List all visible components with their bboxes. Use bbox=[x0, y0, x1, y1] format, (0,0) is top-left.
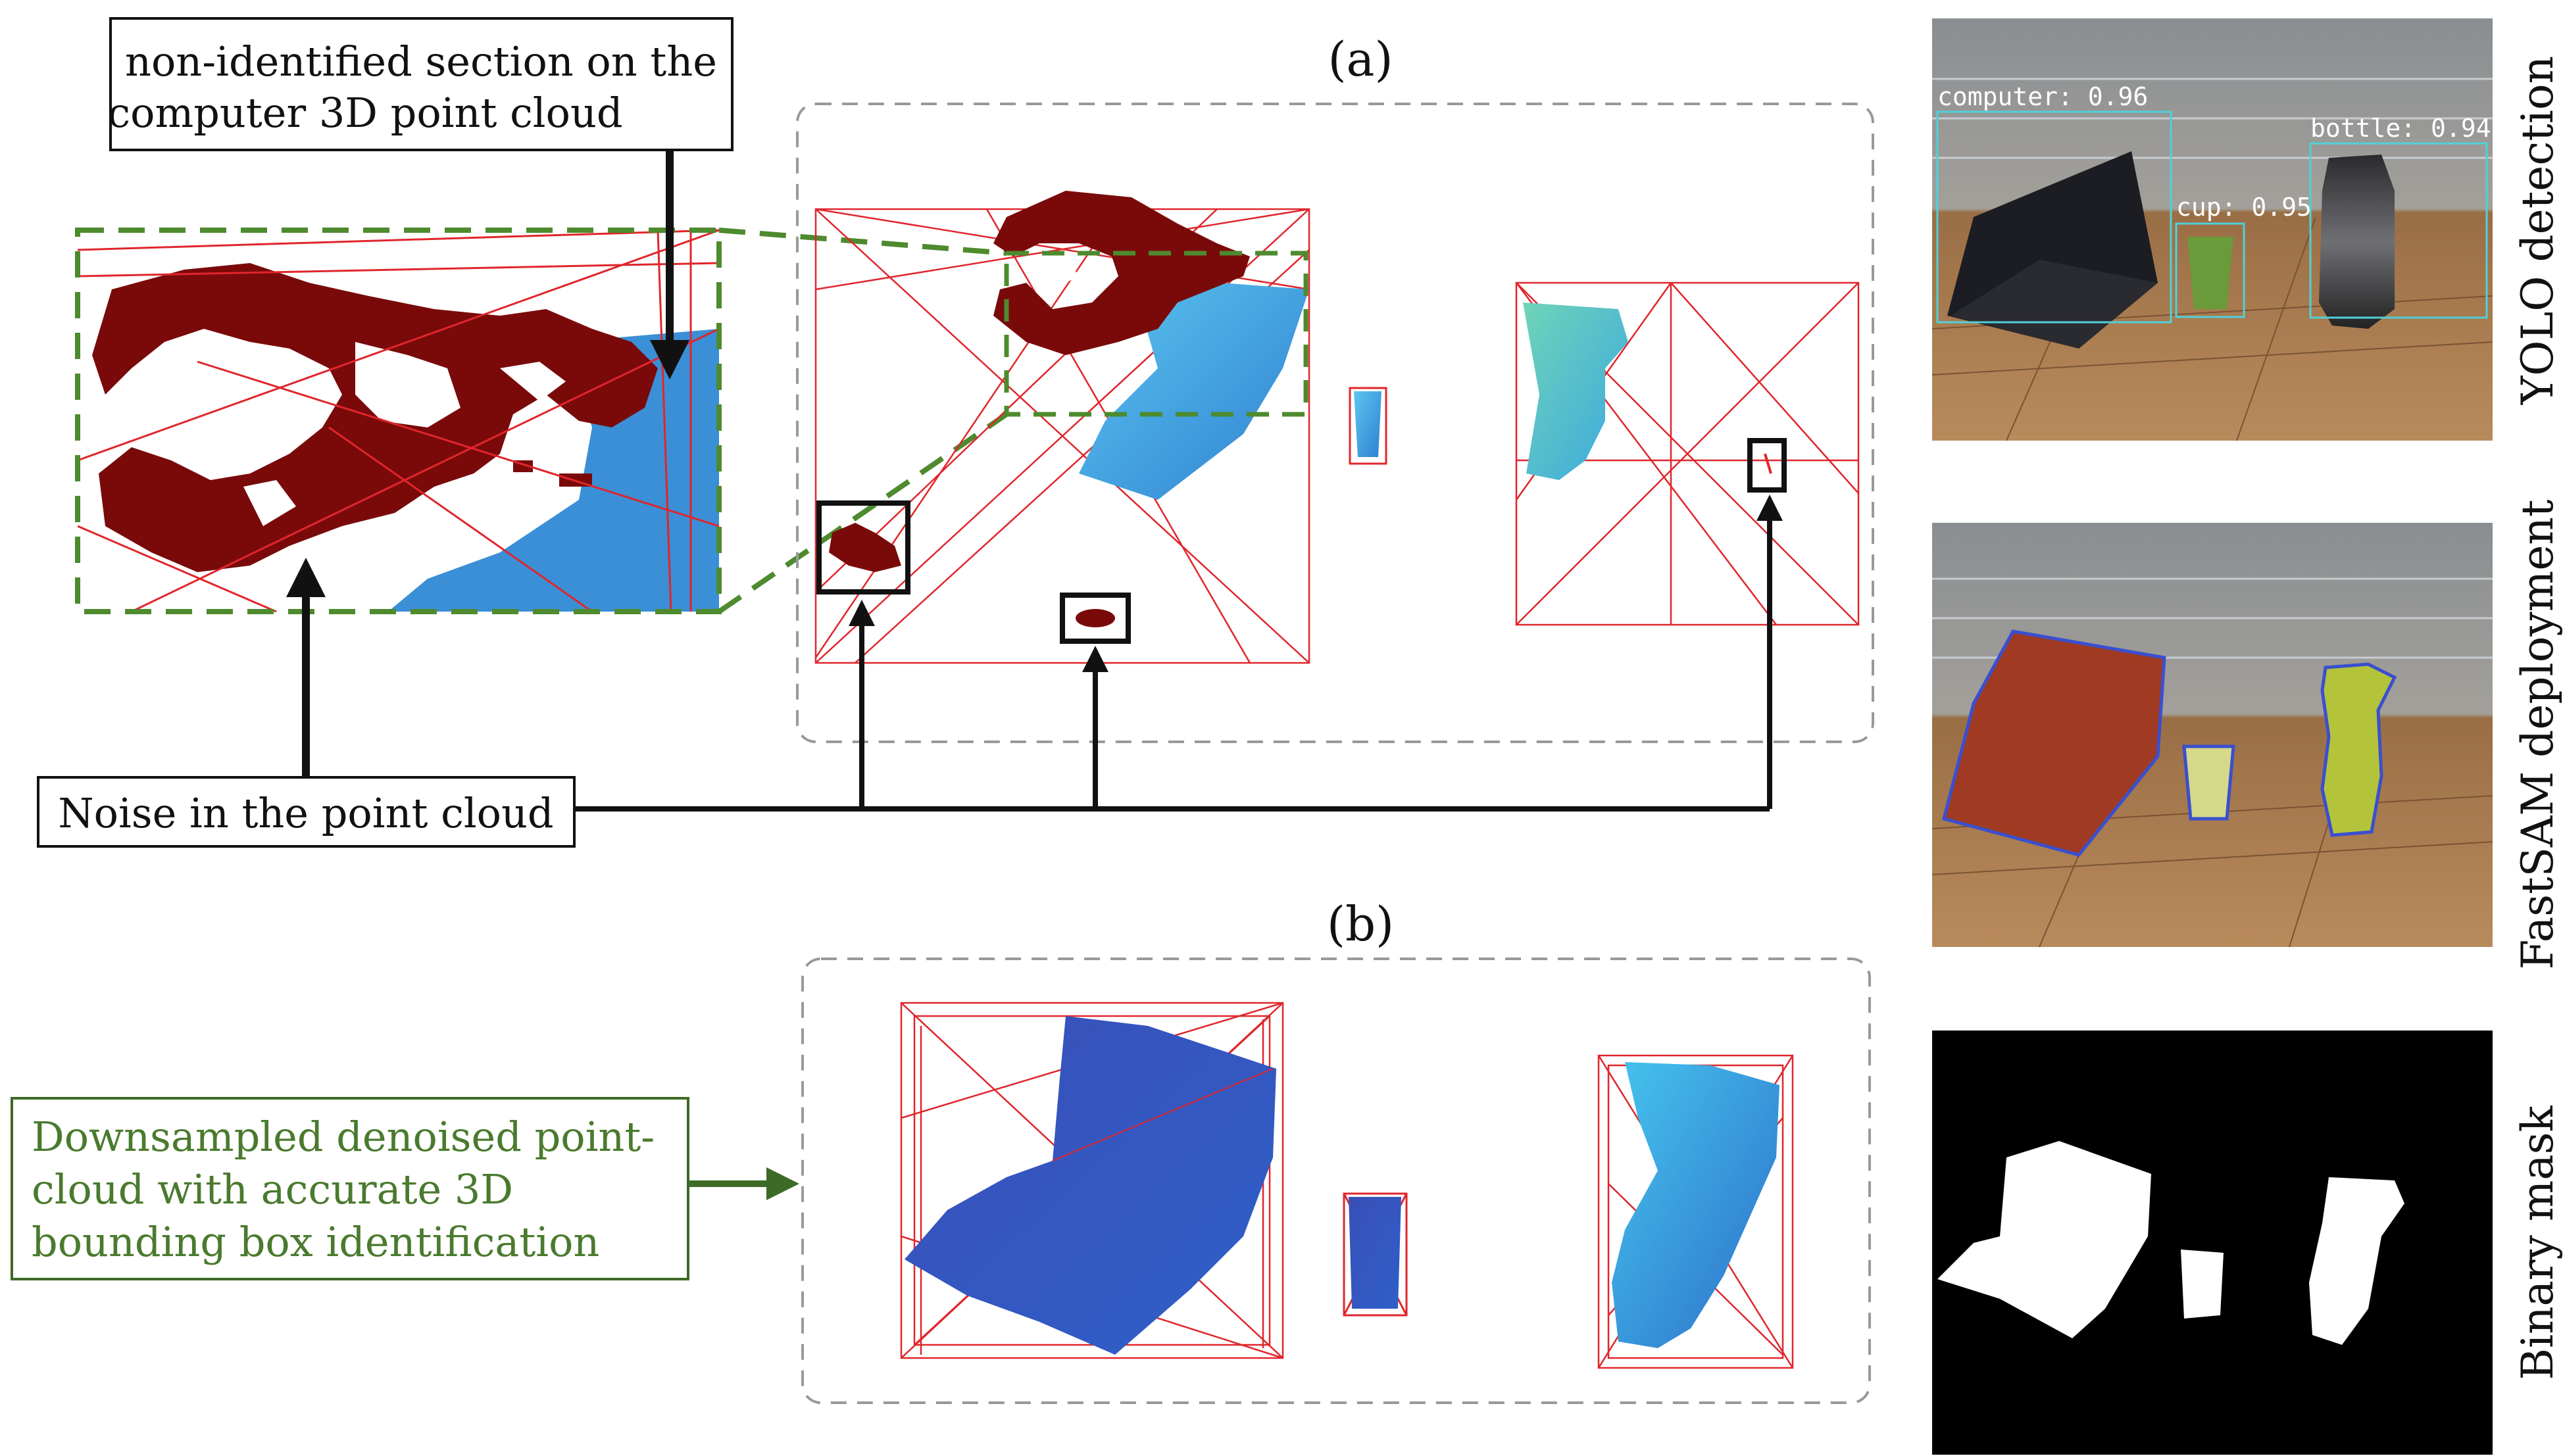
non-identified-callout-box bbox=[109, 17, 734, 151]
noise-callout-box bbox=[37, 776, 576, 848]
noise-box-middle bbox=[1060, 593, 1131, 644]
panel-a-cloud bbox=[814, 191, 1860, 664]
non-identified-line2: computer 3D point cloud bbox=[107, 89, 622, 137]
side-label-yolo: YOLO detection bbox=[2512, 56, 2563, 405]
panel-a-frame bbox=[796, 103, 1874, 743]
noise-blob-left bbox=[829, 523, 901, 572]
noise-box-right bbox=[1747, 438, 1787, 493]
downsampled-line3: bounding box identification bbox=[32, 1218, 599, 1266]
yolo-label-bottle: bottle: 0.94 bbox=[2310, 114, 2491, 143]
yolo-image: computer: 0.96 cup: 0.95 bottle: 0.94 bbox=[1931, 18, 2493, 441]
side-label-binary: Binary mask bbox=[2512, 1105, 2563, 1380]
laptop-noise-red bbox=[993, 191, 1250, 355]
noise-arrows bbox=[286, 495, 1783, 812]
zoom-connector-bottom bbox=[717, 412, 1008, 614]
cup-points-b bbox=[1349, 1197, 1401, 1309]
yolo-cup bbox=[2187, 237, 2233, 309]
panel-b-cloud bbox=[900, 1002, 1794, 1369]
laptop-points-b bbox=[905, 1016, 1276, 1355]
fastsam-image bbox=[1931, 523, 2493, 948]
cup-bbox-a bbox=[1349, 387, 1387, 465]
fastsam-laptop-mask bbox=[1941, 629, 2166, 857]
binary-cup bbox=[2181, 1250, 2224, 1319]
fastsam-cup-mask bbox=[2182, 744, 2235, 821]
downsampled-line1: Downsampled denoised point- bbox=[32, 1113, 655, 1161]
zoom-inset bbox=[75, 228, 722, 614]
side-label-fastsam: FastSAM deployment bbox=[2512, 500, 2563, 970]
zoom-bbox-lines bbox=[77, 229, 720, 613]
yolo-label-computer: computer: 0.96 bbox=[1937, 82, 2148, 111]
downsampled-callout-box bbox=[11, 1097, 689, 1280]
zoom-dashed-frame bbox=[75, 228, 722, 614]
noise-box-left bbox=[816, 500, 910, 595]
bottle-points-a bbox=[1523, 303, 1628, 480]
downsampled-line2: cloud with accurate 3D bbox=[32, 1165, 513, 1213]
binary-laptop bbox=[1937, 1141, 2151, 1338]
yolo-box-bottle bbox=[2309, 142, 2488, 319]
non-identified-line1: non-identified section on the bbox=[125, 37, 717, 85]
binary-bottle bbox=[2309, 1177, 2404, 1345]
cup-points-a bbox=[1354, 391, 1381, 457]
noise-callout-text: Noise in the point cloud bbox=[58, 789, 553, 837]
panel-b-frame bbox=[801, 958, 1871, 1404]
panel-a-label: (a) bbox=[1328, 32, 1393, 87]
yolo-label-cup: cup: 0.95 bbox=[2176, 193, 2312, 222]
noise-blob-middle bbox=[1076, 609, 1115, 627]
fastsam-bottle-mask bbox=[2320, 662, 2397, 837]
panel-b-label: (b) bbox=[1327, 896, 1394, 952]
yolo-box-computer bbox=[1936, 110, 2172, 324]
yolo-box-cup bbox=[2175, 222, 2245, 318]
yolo-bottle bbox=[2319, 155, 2395, 329]
zoom-source-box bbox=[1004, 251, 1308, 417]
laptop-points-blue bbox=[1079, 276, 1309, 500]
zoom-connector-top bbox=[718, 228, 1007, 256]
bottle-points-b bbox=[1612, 1062, 1779, 1348]
binary-mask-image bbox=[1932, 1031, 2493, 1455]
